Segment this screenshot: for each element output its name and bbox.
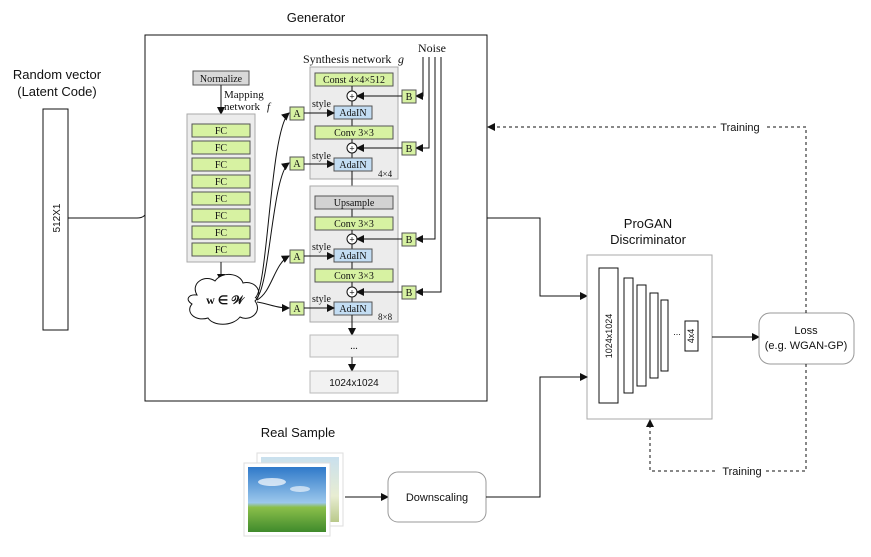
fc-layer-label: FC (215, 177, 228, 188)
synthesis-label: Synthesis network (303, 52, 391, 66)
noise-lines (415, 57, 442, 296)
discriminator-title-line1: ProGAN (624, 216, 672, 231)
style-label-1: style (312, 99, 331, 110)
w-latent-label: w ∈ 𝒲 (206, 293, 245, 307)
affine-a-3-label: A (293, 252, 301, 263)
more-blocks-label: ... (350, 341, 358, 352)
noise-b-2-label: B (406, 144, 413, 155)
disc-layer-5 (660, 299, 669, 372)
adain-label-4: AdaIN (339, 304, 366, 315)
synthesis-label-var: g (398, 52, 404, 66)
disc-layer-4 (649, 292, 659, 379)
disc-layer-2 (623, 277, 634, 394)
w-to-a1-arrow (254, 112, 290, 299)
generator-title: Generator (287, 10, 346, 25)
disc-layer-1 (598, 267, 619, 404)
conv-box-2 (314, 216, 394, 231)
adain-label-2: AdaIN (339, 160, 366, 171)
conv-label-3: Conv 3×3 (334, 271, 374, 282)
noise-b-4-label: B (406, 288, 413, 299)
discriminator-title-line2: Discriminator (610, 232, 687, 247)
mapping-label-var: f (267, 101, 272, 113)
conv-box-3 (314, 268, 394, 283)
affine-a-2-label: A (293, 159, 301, 170)
fc-stack: FC FC FC FC FC FC FC FC (191, 123, 251, 257)
fc-layer-box (191, 140, 251, 155)
training-feedback-discriminator (646, 364, 807, 472)
fc-layer-box (191, 191, 251, 206)
fc-layer-box (191, 157, 251, 172)
const-box (314, 72, 394, 87)
training-label-top: Training (720, 122, 759, 134)
res-4x4-label: 4×4 (378, 169, 393, 179)
fc-layer-box (191, 174, 251, 189)
conv-box-1 (314, 125, 394, 140)
w-to-a3-arrow (256, 255, 290, 301)
style-label-2: style (312, 151, 331, 162)
style-label-4: style (312, 294, 331, 305)
real-sample-images (243, 452, 344, 537)
fc-layer-label: FC (215, 245, 228, 256)
adain-label-3: AdaIN (339, 251, 366, 262)
fc-layer-box (191, 225, 251, 240)
noise-label: Noise (418, 41, 446, 55)
downscaling-to-discriminator-arrow (486, 373, 588, 498)
loss-label-line1: Loss (794, 325, 818, 337)
generator-to-discriminator-arrow (487, 217, 588, 300)
style-label-3: style (312, 242, 331, 253)
noise-b-3-label: B (406, 235, 413, 246)
upsample-box (314, 195, 394, 210)
mapping-label-line2: network (224, 101, 261, 113)
disc-output-label: 4x4 (686, 329, 696, 344)
fc-layer-box (191, 242, 251, 257)
svg-text:+: + (349, 288, 354, 298)
fc-layer-label: FC (215, 211, 228, 222)
res-8x8-label: 8×8 (378, 312, 393, 322)
latent-vector-box (42, 108, 69, 331)
w-to-a2-arrow (255, 162, 290, 300)
loss-box (758, 312, 855, 365)
svg-text:+: + (349, 92, 354, 102)
training-label-bottom: Training (722, 466, 761, 478)
fc-layer-label: FC (215, 143, 228, 154)
fc-layer-box (191, 208, 251, 223)
disc-layer-final (684, 320, 699, 352)
fc-layer-label: FC (215, 126, 228, 137)
generated-output-label: 1024x1024 (329, 378, 379, 389)
normalize-label: Normalize (200, 74, 243, 85)
latent-size-label: 512X1 (52, 203, 63, 232)
downscaling-label: Downscaling (406, 492, 468, 504)
disc-input-label: 1024x1024 (604, 314, 614, 359)
fc-layer-label: FC (215, 228, 228, 239)
training-feedback-generator (487, 123, 807, 313)
loss-label-line2: (e.g. WGAN-GP) (765, 340, 848, 352)
mapping-label-line1: Mapping (224, 89, 264, 101)
const-label: Const 4×4×512 (323, 75, 385, 86)
fc-layer-box (191, 123, 251, 138)
disc-layer-3 (636, 284, 647, 387)
svg-text:+: + (349, 235, 354, 245)
fc-layer-label: FC (215, 194, 228, 205)
w-latent-cloud (187, 274, 260, 325)
input-label-line2: (Latent Code) (17, 84, 97, 99)
svg-text:+: + (349, 144, 354, 154)
upsample-label: Upsample (334, 198, 375, 209)
more-blocks-box (309, 334, 399, 358)
w-to-a4-arrow (256, 301, 290, 312)
real-sample-title: Real Sample (261, 425, 335, 440)
generated-output-box (309, 370, 399, 394)
noise-b-1-label: B (406, 92, 413, 103)
fc-layer-label: FC (215, 160, 228, 171)
conv-label-2: Conv 3×3 (334, 219, 374, 230)
affine-a-4-label: A (293, 304, 301, 315)
disc-ellipsis: ... (673, 327, 681, 337)
input-label-line1: Random vector (13, 67, 102, 82)
affine-a-1-label: A (293, 109, 301, 120)
conv-label-1: Conv 3×3 (334, 128, 374, 139)
adain-label-1: AdaIN (339, 108, 366, 119)
